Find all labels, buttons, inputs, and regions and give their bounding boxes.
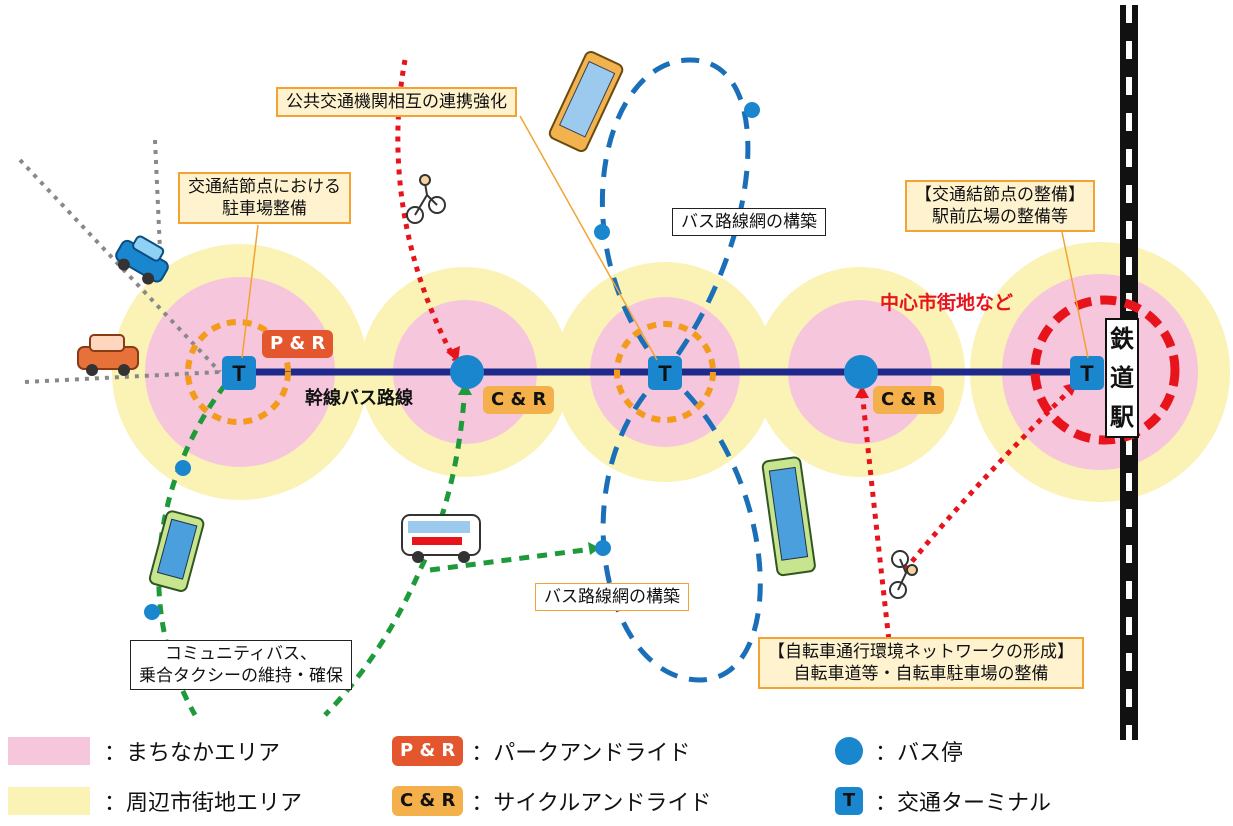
- bus-route-loops: [599, 57, 763, 683]
- bicycle-icon: [889, 550, 918, 599]
- svg-text:T: T: [1080, 361, 1094, 386]
- park-and-ride-badge: P & R: [392, 736, 464, 766]
- legend-terminal: T ：交通ターミナル: [835, 785, 1051, 817]
- svg-text:T: T: [232, 361, 246, 386]
- node-rings: [185, 319, 716, 425]
- trunk-route-label: 幹線バス路線: [305, 388, 413, 409]
- legend-cycle-and-ride: C & R ：サイクルアンドライド: [392, 785, 711, 817]
- community-bus-callout: コミュニティバス、 乗合タクシーの維持・確保: [130, 640, 352, 690]
- bicycle-icon: [406, 174, 446, 224]
- bus-stops: [144, 102, 878, 620]
- svg-text:T: T: [658, 361, 672, 386]
- bus-network-callout-top: バス路線網の構築: [672, 208, 826, 236]
- coordination-callout: 公共交通機関相互の連携強化: [276, 87, 517, 117]
- terminals: T T T: [222, 356, 1104, 390]
- yellow-swatch: [8, 787, 90, 815]
- cycle-and-ride-badge: C & R: [392, 786, 464, 816]
- bus-icon: [148, 510, 205, 592]
- railway-station-label: 鉄 道 駅: [1105, 318, 1139, 438]
- terminal-development-callout: 【交通結節点の整備】 駅前広場の整備等: [905, 180, 1095, 232]
- bicycle-network-callout: 【自転車通行環境ネットワークの形成】 自転車道等・自転車駐車場の整備: [758, 637, 1084, 689]
- park-and-ride-badge: P & R: [262, 330, 334, 358]
- bus-icon: [548, 50, 624, 153]
- cycle-and-ride-badge: C & R: [873, 386, 945, 414]
- legend-downtown-area: ：まちなかエリア: [8, 735, 280, 767]
- minibus-icon: [401, 514, 481, 563]
- city-center-ring: [1030, 295, 1180, 445]
- pink-swatch: [8, 737, 90, 765]
- bus-stop-icon: [835, 737, 863, 765]
- legend-park-and-ride: P & R ：パークアンドライド: [392, 735, 690, 767]
- car-orange-icon: [77, 334, 139, 376]
- legend-bus-stop: ：バス停: [835, 735, 963, 767]
- cycle-and-ride-badge: C & R: [483, 386, 555, 414]
- legend-surrounding-area: ：周辺市街地エリア: [8, 785, 302, 817]
- bus-icon: [761, 456, 816, 577]
- road-lines: [18, 139, 222, 384]
- parking-development-callout: 交通結節点における 駐車場整備: [178, 172, 351, 224]
- bus-network-callout-bottom: バス路線網の構築: [535, 583, 689, 611]
- city-center-label: 中心市街地など: [880, 292, 1014, 314]
- car-blue-icon: [115, 235, 169, 285]
- red-flow-arrows: [395, 59, 1077, 651]
- terminal-icon: T: [835, 787, 863, 815]
